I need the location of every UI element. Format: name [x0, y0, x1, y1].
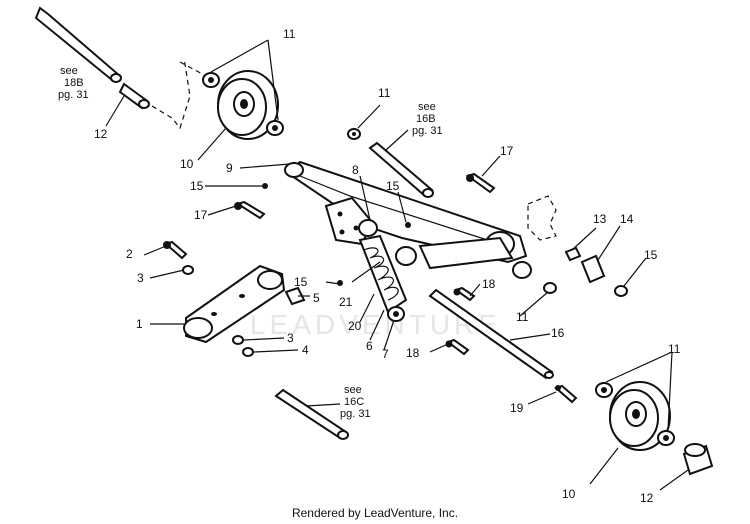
callout-15: 15	[294, 275, 308, 289]
bolt-18-a	[453, 286, 476, 302]
callout-labels: 11 12 10 11 9 15 17 8 15 17 13 14 15 18 …	[94, 27, 681, 505]
bushing-12-lower	[682, 443, 714, 476]
bushing-14	[580, 254, 606, 284]
callout-9: 9	[226, 161, 233, 175]
svg-text:18B: 18B	[64, 77, 84, 89]
callout-1: 1	[136, 317, 143, 331]
svg-text:pg. 31: pg. 31	[58, 89, 89, 101]
callout-11: 11	[283, 27, 296, 41]
callout-3: 3	[287, 331, 294, 345]
washer-11-lower-b	[657, 430, 675, 446]
callout-12: 12	[640, 491, 654, 505]
callout-18: 18	[482, 277, 496, 291]
callout-8: 8	[352, 163, 359, 177]
bolt-2	[163, 240, 188, 260]
ref-note-18b: see 18B pg. 31	[58, 65, 89, 101]
bolt-19	[554, 384, 578, 404]
washer-11-upper-b	[266, 120, 284, 136]
nut-15-a	[262, 183, 268, 189]
callout-2: 2	[126, 247, 133, 261]
callout-12: 12	[94, 127, 108, 141]
a-frame-arm	[284, 160, 532, 279]
callout-16: 16	[551, 326, 565, 340]
svg-text:see: see	[418, 101, 436, 113]
callout-7: 7	[382, 347, 389, 361]
footer-credit: Rendered by LeadVenture, Inc.	[291, 506, 459, 520]
washer-11-right-mid	[543, 282, 557, 294]
callout-11: 11	[378, 86, 391, 100]
washer-11-mid	[347, 128, 361, 140]
callout-6: 6	[366, 339, 373, 353]
washer-3-lower	[232, 335, 244, 345]
svg-text:pg. 31: pg. 31	[340, 408, 371, 420]
bolt-17-upper	[465, 172, 496, 194]
callout-15: 15	[386, 179, 400, 193]
spring-assembly	[358, 234, 408, 322]
callout-18: 18	[406, 346, 420, 360]
nut-4	[242, 347, 254, 357]
idler-pulley-upper	[217, 70, 279, 140]
callout-17: 17	[194, 208, 208, 222]
callout-10: 10	[180, 157, 194, 171]
bushing-12-upper	[118, 82, 150, 110]
callout-19: 19	[510, 401, 524, 415]
washer-3-upper	[182, 265, 194, 275]
callout-14: 14	[620, 212, 634, 226]
idler-pulley-lower	[609, 381, 671, 451]
lower-shaft-16	[428, 288, 554, 380]
svg-text:pg. 31: pg. 31	[412, 125, 443, 137]
callout-3: 3	[137, 271, 144, 285]
callout-17: 17	[500, 144, 514, 158]
callout-4: 4	[302, 343, 309, 357]
callout-11: 11	[668, 342, 681, 356]
callout-5: 5	[313, 291, 320, 305]
washer-15-right	[614, 285, 628, 297]
lower-shaft-16c	[274, 388, 349, 440]
callout-20: 20	[348, 319, 362, 333]
ref-note-16b: see 16B pg. 31	[412, 101, 443, 137]
callout-15: 15	[644, 248, 658, 262]
leader-lines	[105, 39, 689, 491]
callout-11: 11	[516, 310, 529, 324]
svg-text:16B: 16B	[416, 113, 436, 125]
pivot-arm-1	[183, 264, 286, 344]
upper-left-shaft	[34, 6, 122, 83]
washer-11-lower-a	[595, 382, 613, 398]
washer-11-upper-a	[202, 72, 220, 88]
callout-10: 10	[562, 487, 576, 501]
svg-text:16C: 16C	[344, 396, 364, 408]
nut-15-b	[405, 222, 411, 228]
svg-text:see: see	[60, 65, 78, 77]
svg-text:see: see	[344, 384, 362, 396]
callout-13: 13	[593, 212, 607, 226]
callout-15: 15	[190, 179, 204, 193]
bolt-18-b	[445, 338, 470, 356]
pivot-mount-plate	[324, 196, 417, 266]
upper-shaft-16b	[368, 141, 434, 198]
bushing-5	[284, 286, 306, 306]
ref-note-16c: see 16C pg. 31	[340, 384, 371, 420]
callout-21: 21	[339, 295, 353, 309]
bolt-17-left	[234, 200, 266, 220]
nut-15-c	[337, 280, 343, 286]
